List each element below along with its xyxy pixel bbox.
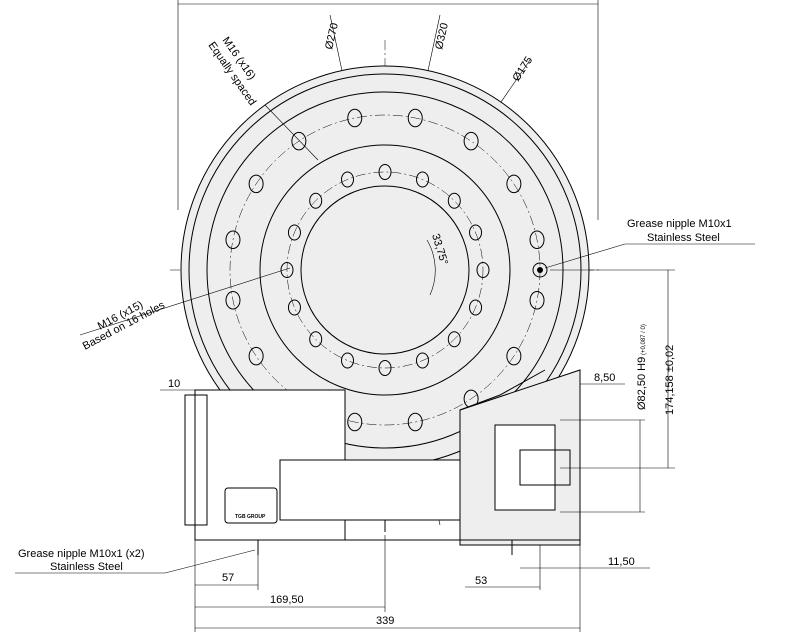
bolt-hole — [309, 331, 323, 348]
bolt-hole — [469, 299, 483, 316]
bolt-hole — [248, 174, 264, 194]
svg-text:53: 53 — [475, 575, 487, 587]
svg-text:Grease nipple M10x1: Grease nipple M10x1 — [627, 218, 732, 230]
dim-right: 174,158 ±0,02 Ø82,50 H9 (+0,087 / 0) 8,5… — [550, 269, 676, 513]
bolt-hole — [225, 230, 241, 250]
bolt-hole — [287, 224, 301, 241]
bolt-hole — [416, 171, 430, 188]
dim-d175: Ø175 — [510, 55, 535, 84]
bolt-hole — [378, 360, 392, 376]
callout-grease-bottom: Grease nipple M10x1 (x2) Stainless Steel — [15, 548, 256, 574]
bolt-hole — [291, 131, 307, 151]
bolt-hole — [347, 412, 363, 432]
svg-text:(+0,087 / 0): (+0,087 / 0) — [641, 324, 647, 355]
bolt-hole — [506, 174, 522, 194]
svg-text:Stainless Steel: Stainless Steel — [50, 561, 123, 573]
svg-text:169,50: 169,50 — [270, 594, 304, 606]
bolt-hole — [447, 331, 461, 348]
bolt-hole — [529, 290, 545, 310]
svg-text:8,50: 8,50 — [594, 372, 615, 384]
inner-bolt-holes — [280, 164, 490, 376]
svg-text:10: 10 — [168, 378, 180, 390]
bolt-hole — [529, 230, 545, 250]
bolt-hole — [287, 299, 301, 316]
svg-text:Stainless Steel: Stainless Steel — [647, 232, 720, 244]
svg-text:Grease nipple M10x1 (x2): Grease nipple M10x1 (x2) — [18, 548, 145, 560]
worm-housing — [184, 369, 581, 555]
bolt-hole — [407, 108, 423, 128]
svg-text:Ø82,50 H9: Ø82,50 H9 — [636, 357, 648, 410]
nameplate-text: TGB GROUP — [235, 514, 266, 520]
bolt-hole — [447, 192, 461, 209]
bolt-hole — [416, 352, 430, 369]
bolt-hole — [476, 262, 490, 278]
bolt-hole — [463, 131, 479, 151]
svg-text:11,50: 11,50 — [608, 556, 635, 568]
bolt-hole — [340, 171, 354, 188]
bolt-hole — [225, 290, 241, 310]
bolt-hole — [378, 164, 392, 180]
dim-d320: Ø320 — [433, 22, 451, 51]
bolt-hole — [248, 346, 264, 366]
bolt-hole — [340, 352, 354, 369]
bolt-hole — [309, 192, 323, 209]
svg-text:174,158 ±0,02: 174,158 ±0,02 — [664, 345, 676, 415]
grease-nipple-icon — [537, 267, 543, 273]
top-dimension — [177, 0, 599, 220]
callout-grease-right: Grease nipple M10x1 Stainless Steel — [544, 218, 755, 269]
dim-left-10: 10 — [160, 378, 215, 391]
bolt-hole — [280, 262, 294, 278]
bolt-hole — [407, 412, 423, 432]
dim-d270: Ø270 — [323, 22, 341, 51]
bolt-hole — [469, 224, 483, 241]
bolt-hole — [506, 346, 522, 366]
dim-bottom: 57 169,50 339 53 11,50 — [194, 535, 650, 632]
bolt-hole — [347, 108, 363, 128]
svg-text:57: 57 — [222, 572, 234, 584]
svg-text:339: 339 — [376, 615, 394, 627]
